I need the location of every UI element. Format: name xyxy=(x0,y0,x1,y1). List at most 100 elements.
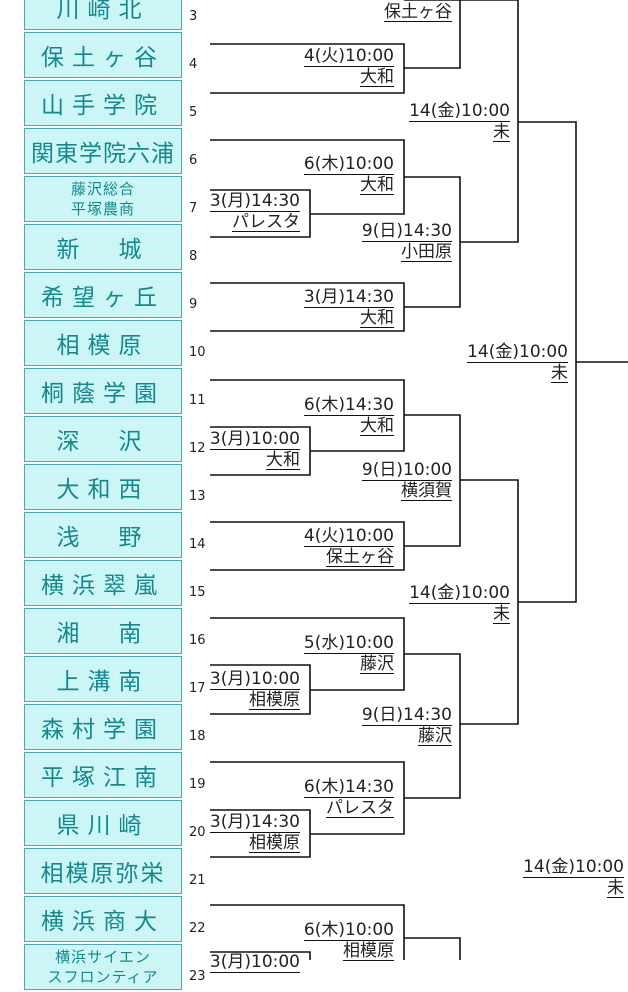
team-name: 平塚江南 xyxy=(41,765,165,791)
match-time: 3(月)14:30 xyxy=(209,812,300,833)
match-venue: 保土ヶ谷 xyxy=(326,547,394,567)
team-name: 保土ヶ谷 xyxy=(41,45,165,71)
seed-number: 13 xyxy=(189,489,206,504)
match-time: 6(木)14:30 xyxy=(303,395,394,416)
team-name: 新 城 xyxy=(56,237,150,263)
team-name: 関東学院六浦 xyxy=(31,141,175,167)
team-box: 横浜商大 22 xyxy=(24,896,206,942)
match-venue: 大和 xyxy=(360,67,394,87)
match-time: 14(金)10:00 xyxy=(523,857,624,878)
seed-number: 5 xyxy=(189,105,198,120)
seed-number: 15 xyxy=(189,585,206,600)
seed-number: 12 xyxy=(189,441,206,456)
match-time: 9(日)10:00 xyxy=(361,460,452,481)
bracket-lines xyxy=(210,0,628,960)
bracket-line xyxy=(404,0,461,69)
seed-number: 23 xyxy=(189,969,206,984)
match-time: 6(木)14:30 xyxy=(303,777,394,798)
seed-number: 22 xyxy=(189,921,206,936)
team-name: 上溝南 xyxy=(56,669,150,695)
seed-number: 8 xyxy=(189,249,198,264)
match-venue: 未 xyxy=(493,604,510,624)
team-name: 相模原弥栄 xyxy=(40,861,166,887)
match-venue: 横須賀 xyxy=(401,481,452,501)
team-name: 深 沢 xyxy=(56,429,150,455)
match-venue: 未 xyxy=(493,122,510,142)
team-box: 県川崎 20 xyxy=(24,800,206,846)
team-name: 湘 南 xyxy=(56,621,150,647)
match-venue: 藤沢 xyxy=(418,726,452,746)
match-venue: 大和 xyxy=(360,416,394,436)
match-time: 3(月)14:30 xyxy=(209,191,300,212)
match-time: 5(水)10:00 xyxy=(303,633,394,654)
match-venue: 大和 xyxy=(360,308,394,328)
match-label: 保土ヶ谷 xyxy=(384,2,452,22)
bracket-line xyxy=(210,951,311,960)
bracket-line xyxy=(404,937,461,960)
seed-number: 4 xyxy=(189,57,198,72)
match-time: 14(金)10:00 xyxy=(409,583,510,604)
seed-number: 7 xyxy=(189,201,198,216)
match-venue: 小田原 xyxy=(401,242,452,262)
team-box: 保土ヶ谷 4 xyxy=(24,32,197,78)
bracket-line xyxy=(210,189,311,238)
team-name: 桐蔭学園 xyxy=(41,381,165,407)
match-venue: 保土ヶ谷 xyxy=(384,2,452,22)
team-name: 希望ヶ丘 xyxy=(41,285,165,311)
seed-number: 19 xyxy=(189,777,206,792)
match-time: 3(月)10:00 xyxy=(209,669,300,690)
match-time: 9(日)14:30 xyxy=(361,221,452,242)
seed-number: 18 xyxy=(189,729,206,744)
team-box: 平塚江南 19 xyxy=(24,752,206,798)
bracket-line xyxy=(210,809,311,858)
match-time: 3(月)10:00 xyxy=(209,952,300,973)
match-time: 3(月)14:30 xyxy=(303,287,394,308)
match-time: 6(木)10:00 xyxy=(303,154,394,175)
seed-number: 6 xyxy=(189,153,198,168)
team-name: 森村学園 xyxy=(41,717,165,743)
match-venue: 大和 xyxy=(360,175,394,195)
bracket-line xyxy=(460,0,519,243)
team-box: 大和西 13 xyxy=(24,464,206,510)
match-time: 14(金)10:00 xyxy=(409,101,510,122)
team-box: 新 城 8 xyxy=(24,224,197,270)
bracket-line xyxy=(404,653,461,799)
match-venue: 相模原 xyxy=(249,690,300,710)
team-name: 横浜商大 xyxy=(41,909,165,935)
seed-number: 10 xyxy=(189,345,206,360)
team-box: 希望ヶ丘 9 xyxy=(24,272,197,318)
seed-number: 14 xyxy=(189,537,206,552)
bracket-line xyxy=(210,664,311,715)
team-box: 深 沢 12 xyxy=(24,416,206,462)
match-time: 4(火)10:00 xyxy=(303,526,394,547)
team-name: 山手学院 xyxy=(41,93,165,119)
team-name: 大和西 xyxy=(56,477,150,503)
team-box: 相模原 10 xyxy=(24,320,206,366)
seed-number: 9 xyxy=(189,297,198,312)
team-name: 県川崎 xyxy=(56,813,150,839)
team-name: 相模原 xyxy=(56,333,150,359)
seed-number: 20 xyxy=(189,825,206,840)
team-name: 川崎北 xyxy=(56,0,150,23)
